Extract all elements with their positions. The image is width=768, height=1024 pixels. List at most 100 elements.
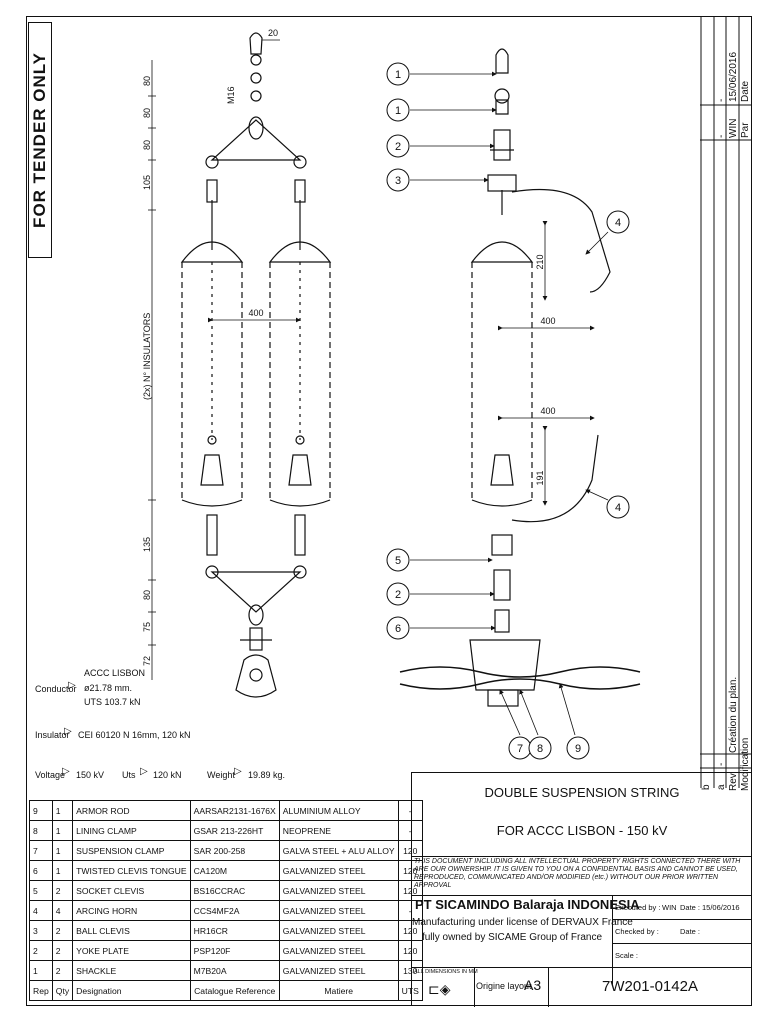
callout-8: 8 [537, 743, 543, 755]
bom-header-uts: UTS [397, 980, 423, 1001]
bom-catalogue-reference: AARSAR2131-1676X [189, 800, 280, 821]
dim-top-3: 80 [142, 140, 152, 150]
bom-rep: 9 [29, 800, 53, 821]
bom-qty: 1 [51, 800, 74, 821]
bom-qty: 1 [51, 820, 74, 841]
dim-400-left: 400 [248, 308, 263, 318]
executed-row: Executed by : WIN Date : 15/06/2016 [612, 895, 752, 920]
conductor-label: Conductor [35, 684, 77, 694]
callout-2a: 2 [395, 141, 401, 153]
bom-header-rep: Rep [29, 980, 53, 1001]
bom-catalogue-reference: SAR 200-258 [189, 840, 280, 861]
bom-qty: 2 [51, 960, 74, 981]
bom-catalogue-reference: M7B20A [189, 960, 280, 981]
callout-6: 6 [395, 623, 401, 635]
uts-value: 120 kN [153, 770, 182, 780]
bom-rep: 7 [29, 840, 53, 861]
bom-qty: 2 [51, 880, 74, 901]
origin-layout-label: Origine layout : [476, 981, 537, 991]
for-tender-only-stamp: FOR TENDER ONLY [28, 22, 52, 258]
bom-header-matiere: Matiere [278, 980, 399, 1001]
bom-header-qty: Qty [51, 980, 74, 1001]
weight-value: 19.89 kg. [248, 770, 286, 780]
insulator-label: Insulator [35, 730, 70, 740]
bom-qty: 2 [51, 940, 74, 961]
right-side-view [399, 48, 641, 736]
bom-material: ALUMINIUM ALLOY [278, 800, 399, 821]
callout-1a: 1 [395, 69, 401, 81]
revision-column: b a Rev Modification Création du plan. W… [700, 16, 752, 791]
company-name: PT SICAMINDO Balaraja INDONESIA [415, 897, 640, 912]
bom-material: GALVANIZED STEEL [278, 880, 399, 901]
conductor-line-1: ACCC LISBON [84, 668, 146, 678]
dim-20: 20 [268, 28, 278, 38]
assembly-drawing: 1 1 2 3 5 2 6 4 4 7 8 9 400 20 M16 80 80… [142, 28, 641, 760]
bom-designation: TWISTED CLEVIS TONGUE [72, 860, 191, 881]
callout-4b: 4 [615, 502, 621, 514]
dim-top-1: 80 [142, 76, 152, 86]
bom-catalogue-reference: BS16CCRAC [189, 880, 280, 901]
revision-author: WIN [728, 118, 739, 138]
license-line-2: fully owned by SICAME Group of France [421, 932, 603, 943]
bom-designation: SUSPENSION CLAMP [72, 840, 191, 861]
bom-material: GALVANIZED STEEL [278, 860, 399, 881]
bom-catalogue-reference: GSAR 213-226HT [189, 820, 280, 841]
conductor-marker-icon: ▷ [68, 680, 76, 691]
dim-top-2: 80 [142, 108, 152, 118]
bom-uts: 120 [397, 860, 423, 881]
dim-top-4: 105 [142, 175, 152, 190]
bom-qty: 1 [51, 840, 74, 861]
bom-designation: LINING CLAMP [72, 820, 191, 841]
bom-rep: 1 [29, 960, 53, 981]
callout-3: 3 [395, 175, 401, 187]
dim-400-right-top: 400 [540, 316, 555, 326]
bom-header-designation: Designation [72, 980, 191, 1001]
executed-by-label: Executed by : [615, 903, 661, 912]
bom-designation: SHACKLE [72, 960, 191, 981]
title-block: DOUBLE SUSPENSION STRING FOR ACCC LISBON… [411, 772, 752, 1007]
checked-by-label: Checked by : [615, 927, 659, 936]
checked-date-label: Date : [680, 927, 701, 936]
weight-label: Weight [207, 770, 235, 780]
date-header: Date [740, 80, 751, 102]
scale-row: Scale : [612, 943, 752, 965]
bom-designation: BALL CLEVIS [72, 920, 191, 941]
dim-210: 210 [535, 254, 545, 269]
rev-a-dash: - [716, 134, 727, 138]
executed-date-value: 15/06/2016 [702, 903, 740, 912]
drawing-number: 7W201-0142A [602, 978, 698, 995]
voltage-label: Voltage [35, 770, 66, 780]
bom-designation: SOCKET CLEVIS [72, 880, 191, 901]
scale-label: Scale : [615, 951, 638, 960]
rev-a-date-dash: - [716, 98, 727, 102]
callout-1b: 1 [395, 105, 401, 117]
bom-qty: 1 [51, 860, 74, 881]
bom-qty: 2 [51, 920, 74, 941]
conductor-line-3: UTS 103.7 kN [84, 697, 141, 707]
license-line-1: Manufacturing under license of DERVAUX F… [412, 917, 633, 928]
rev-a-mod-dash: - [716, 762, 727, 766]
bom-catalogue-reference: PSP120F [189, 940, 280, 961]
bom-material: GALVANIZED STEEL [278, 940, 399, 961]
rev-a-modification: Création du plan. [728, 676, 739, 753]
revision-grid [700, 16, 752, 788]
bom-header-catalogue-reference: Catalogue Reference [189, 980, 280, 1001]
dim-bottom-3: 75 [142, 622, 152, 632]
drawing-title-line-1: DOUBLE SUSPENSION STRING [484, 785, 680, 800]
bom-designation: YOKE PLATE [72, 940, 191, 961]
voltage-marker-icon: ▷ [62, 766, 70, 777]
bom-rep: 5 [29, 880, 53, 901]
checked-row: Checked by : Date : [612, 919, 752, 944]
executed-date-label: Date : [680, 903, 701, 912]
callout-7: 7 [517, 743, 523, 755]
bom-header-row: Rep Qty Designation Catalogue Reference … [29, 980, 423, 1001]
callout-5: 5 [395, 555, 401, 567]
